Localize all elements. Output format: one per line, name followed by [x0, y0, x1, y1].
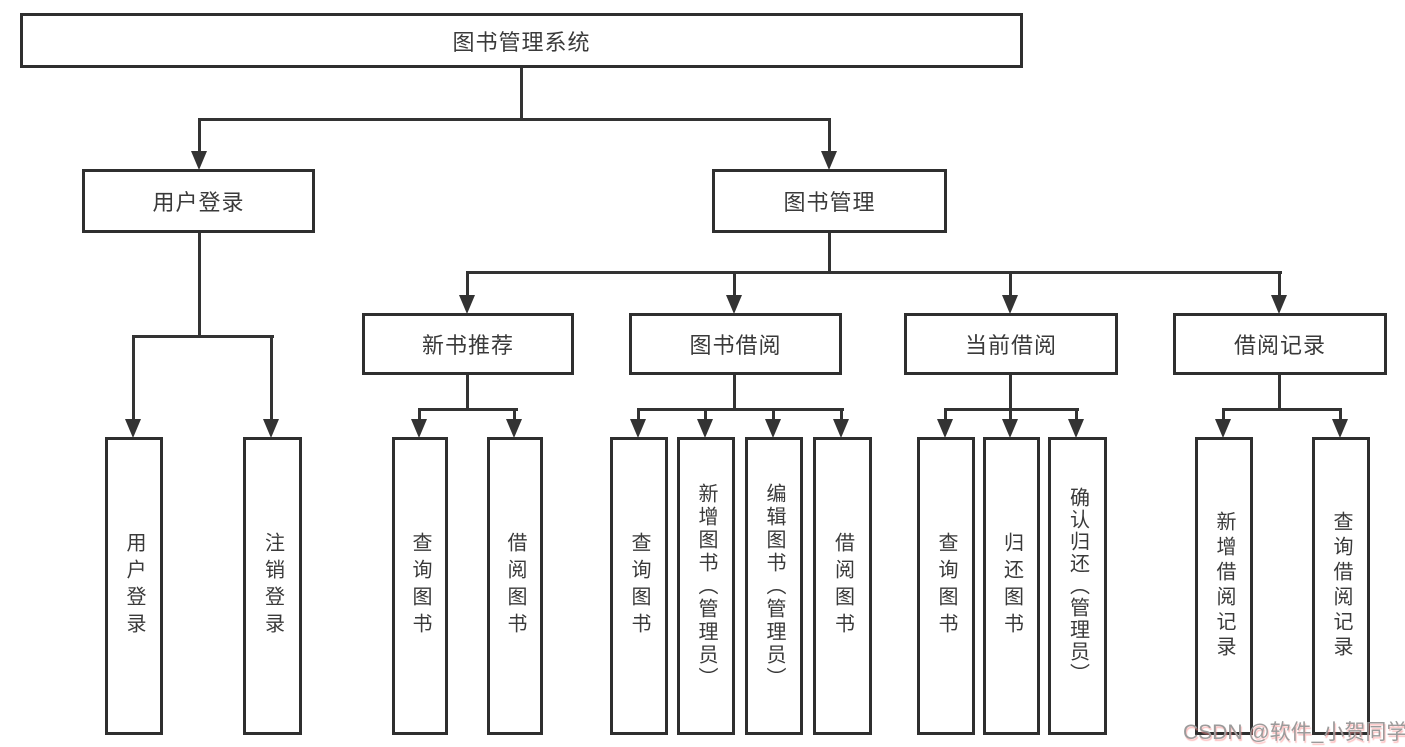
- node-current-borrow: 当前借阅: [904, 313, 1118, 375]
- arrow-down-icon: [1002, 295, 1018, 314]
- leaf-label: 新增图书（管理员）: [695, 482, 717, 690]
- node-label: 图书管理系统: [452, 29, 591, 55]
- connector-line: [418, 408, 518, 411]
- arrow-down-icon: [1068, 419, 1084, 438]
- connector-line: [1339, 408, 1342, 421]
- node-new-book-recommend: 新书推荐: [362, 313, 574, 375]
- node-borrow-records: 借阅记录: [1173, 313, 1387, 375]
- leaf-user-login: 用户登录: [105, 437, 163, 735]
- connector-line: [637, 408, 640, 421]
- leaf-label: 查询图书: [409, 532, 431, 640]
- node-label: 用户登录: [152, 190, 245, 215]
- arrow-down-icon: [125, 419, 141, 438]
- leaf-current-return-book: 归还图书: [983, 437, 1040, 735]
- arrow-down-icon: [765, 419, 781, 438]
- connector-line: [1075, 408, 1078, 421]
- arrow-down-icon: [263, 419, 279, 438]
- leaf-label: 确认归还（管理员）: [1066, 487, 1089, 685]
- arrow-down-icon: [726, 295, 742, 314]
- leaf-label: 查询图书: [628, 532, 650, 640]
- arrow-down-icon: [833, 419, 849, 438]
- connector-line: [466, 271, 469, 297]
- connector-line: [1278, 271, 1281, 297]
- leaf-label: 归还图书: [1000, 532, 1023, 640]
- node-library-management-system: 图书管理系统: [20, 13, 1023, 68]
- node-label: 新书推荐: [421, 333, 514, 358]
- connector-line: [828, 118, 831, 155]
- connector-line: [418, 408, 421, 421]
- connector-line: [198, 118, 201, 155]
- arrow-down-icon: [821, 151, 837, 170]
- connector-line: [520, 68, 523, 120]
- arrow-down-icon: [630, 419, 646, 438]
- leaf-borrow-edit-book-admin: 编辑图书（管理员）: [745, 437, 803, 735]
- connector-line: [466, 375, 469, 410]
- arrow-down-icon: [1332, 419, 1348, 438]
- connector-line: [772, 408, 775, 421]
- leaf-borrow-add-book-admin: 新增图书（管理员）: [677, 437, 735, 735]
- node-label: 图书管理: [783, 190, 876, 215]
- leaf-records-add-borrow-record: 新增借阅记录: [1195, 437, 1253, 735]
- arrow-down-icon: [191, 151, 207, 170]
- node-user-login: 用户登录: [82, 169, 315, 233]
- connector-line: [1009, 271, 1012, 297]
- connector-line: [733, 375, 736, 410]
- node-book-borrow: 图书借阅: [629, 313, 842, 375]
- node-label: 图书借阅: [689, 333, 782, 358]
- node-book-management: 图书管理: [712, 169, 947, 233]
- node-label: 借阅记录: [1233, 333, 1326, 358]
- arrow-down-icon: [459, 295, 475, 314]
- node-label: 当前借阅: [964, 333, 1057, 358]
- leaf-recommend-query-book: 查询图书: [392, 437, 448, 735]
- arrow-down-icon: [1271, 295, 1287, 314]
- leaf-label: 查询图书: [935, 532, 957, 640]
- leaf-label: 借阅图书: [504, 532, 526, 640]
- connector-line: [733, 271, 736, 297]
- leaf-label: 借阅图书: [831, 532, 854, 640]
- leaf-current-confirm-return-admin: 确认归还（管理员）: [1048, 437, 1107, 735]
- connector-line: [704, 408, 707, 421]
- leaf-label: 注销登录: [261, 532, 284, 640]
- connector-line: [1222, 408, 1342, 411]
- connector-line: [467, 271, 1282, 274]
- connector-line: [1222, 408, 1225, 421]
- arrow-down-icon: [1002, 419, 1018, 438]
- connector-line: [637, 408, 844, 411]
- connector-line: [944, 408, 947, 421]
- connector-line: [198, 118, 831, 121]
- connector-line: [840, 408, 843, 421]
- arrow-down-icon: [937, 419, 953, 438]
- leaf-borrow-query-book: 查询图书: [610, 437, 668, 735]
- csdn-watermark: CSDN @软件_小贺同学: [1183, 721, 1405, 744]
- leaf-borrow-borrow-book: 借阅图书: [813, 437, 872, 735]
- connector-line: [1278, 375, 1281, 410]
- leaf-current-query-book: 查询图书: [917, 437, 975, 735]
- leaf-label: 查询借阅记录: [1330, 511, 1352, 661]
- arrow-down-icon: [697, 419, 713, 438]
- leaf-label: 新增借阅记录: [1213, 511, 1235, 661]
- connector-line: [828, 233, 831, 273]
- leaf-records-query-borrow-record: 查询借阅记录: [1312, 437, 1370, 735]
- connector-line: [133, 335, 274, 338]
- connector-line: [198, 233, 201, 337]
- connector-line: [1009, 408, 1012, 421]
- arrow-down-icon: [1215, 419, 1231, 438]
- leaf-logout: 注销登录: [243, 437, 302, 735]
- arrow-down-icon: [411, 419, 427, 438]
- leaf-label: 编辑图书（管理员）: [763, 482, 785, 690]
- leaf-recommend-borrow-book: 借阅图书: [487, 437, 543, 735]
- leaf-label: 用户登录: [123, 532, 145, 640]
- connector-line: [513, 408, 516, 421]
- arrow-down-icon: [506, 419, 522, 438]
- connector-line: [1009, 375, 1012, 410]
- connector-line: [132, 335, 135, 421]
- connector-line: [270, 335, 273, 421]
